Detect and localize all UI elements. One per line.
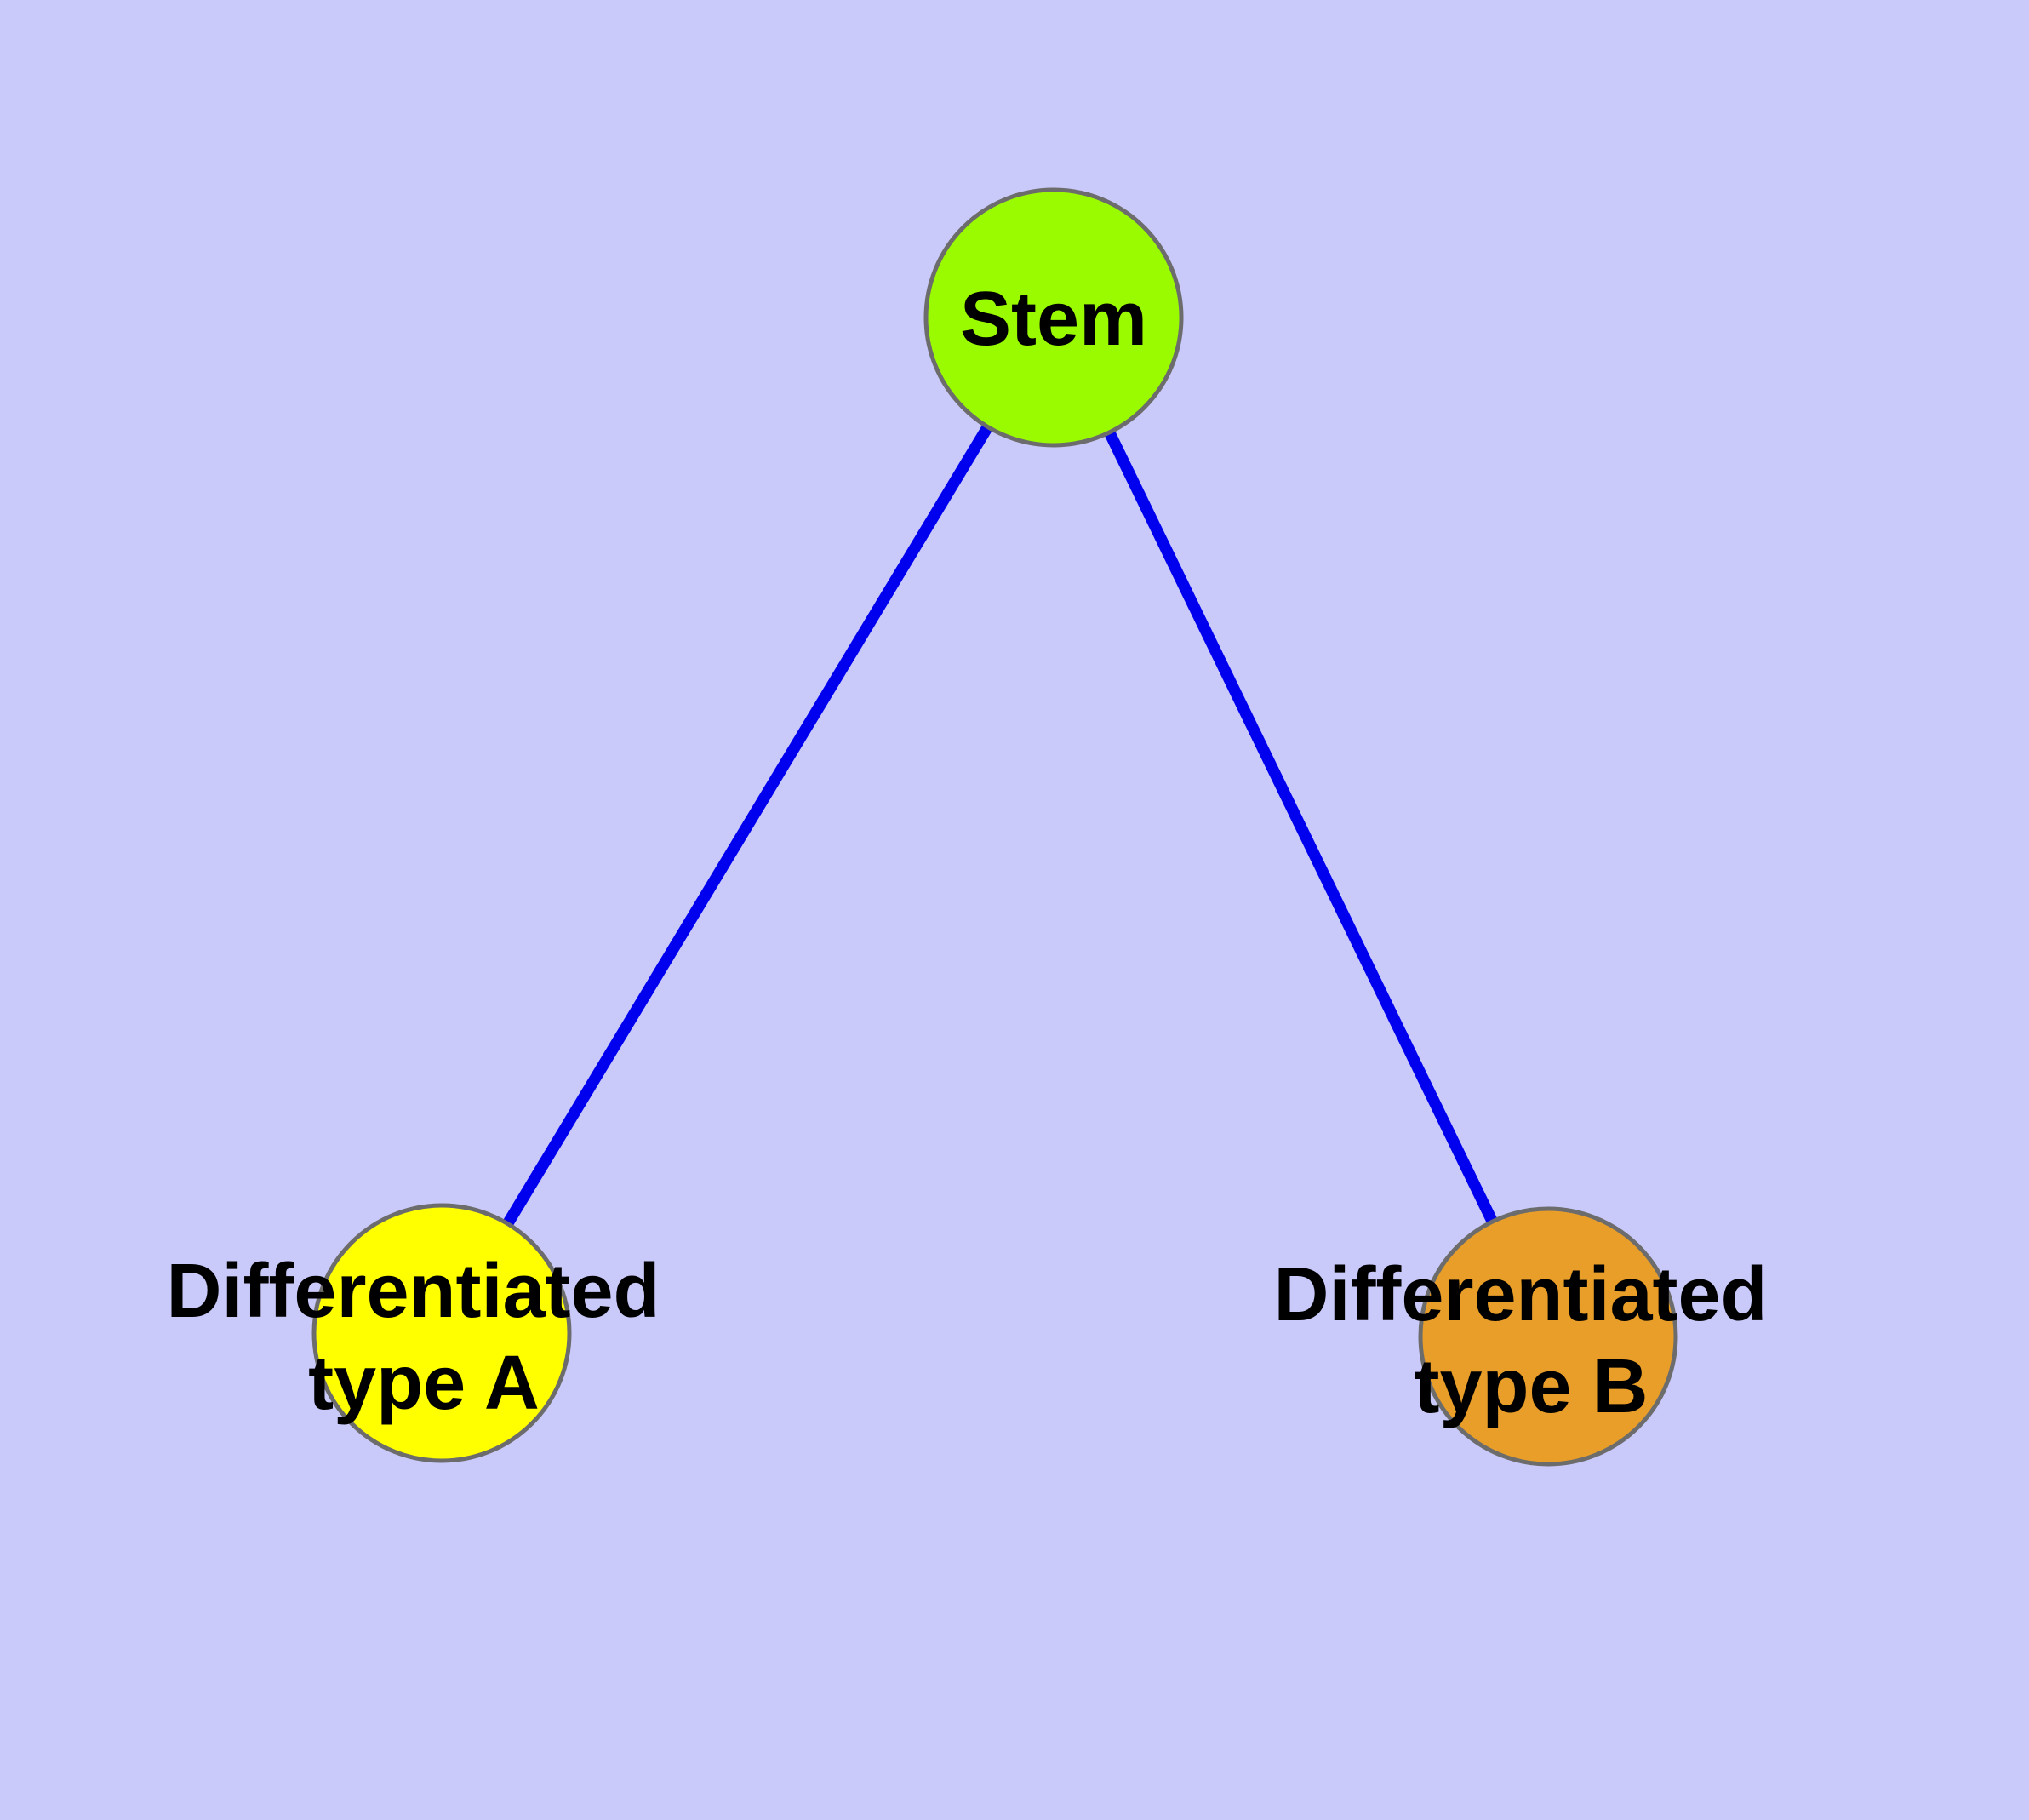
node-type-b-label-line1: Differentiated — [1273, 1252, 1767, 1337]
node-type-a-circle — [311, 1203, 572, 1463]
node-stem-label: Stem — [960, 277, 1147, 362]
node-type-a-label-line1: Differentiated — [166, 1249, 660, 1334]
edge-stem-to-type-a — [437, 314, 1059, 1336]
node-type-b: Differentiated type B — [1273, 1206, 1788, 1467]
edge-stem-to-type-b — [1048, 315, 1554, 1339]
node-stem-circle — [923, 187, 1184, 448]
node-type-b-label-line2: type B — [1414, 1344, 1648, 1429]
node-type-b-label: Differentiated type B — [1273, 1252, 1788, 1429]
node-type-b-circle — [1418, 1206, 1678, 1467]
node-type-a-label-line2: type A — [308, 1341, 540, 1426]
node-type-a: Differentiated type A — [166, 1203, 681, 1463]
node-type-a-label: Differentiated type A — [166, 1249, 681, 1426]
edge-group — [437, 314, 1554, 1339]
node-stem: Stem — [923, 187, 1184, 448]
